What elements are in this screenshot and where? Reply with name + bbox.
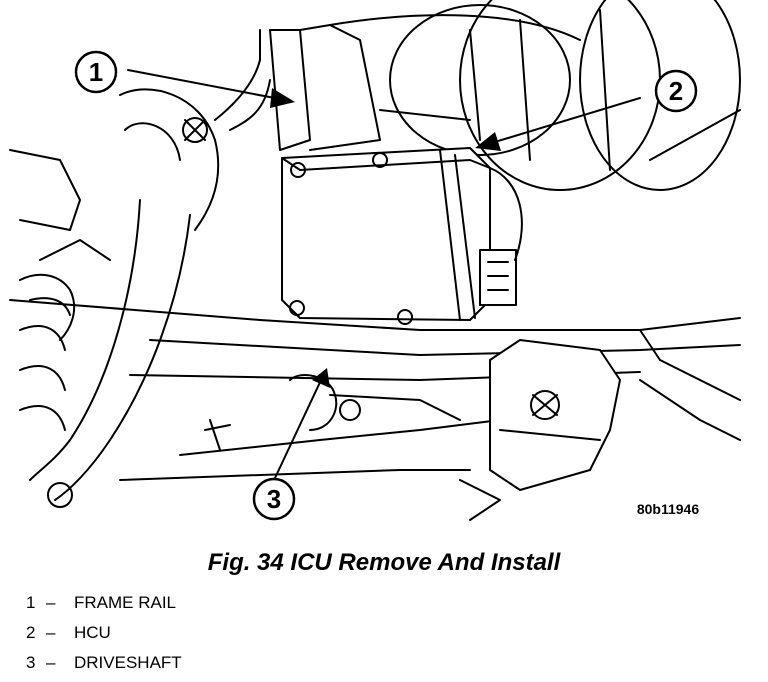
legend-number: 1 — [26, 593, 36, 612]
legend-item: 2–HCU — [26, 622, 182, 652]
legend-separator: – — [46, 623, 56, 642]
legend-label: FRAME RAIL — [74, 593, 177, 612]
legend-item: 3–DRIVESHAFT — [26, 652, 182, 682]
callout-2-circle — [654, 69, 698, 113]
callout-3-number: 3 — [267, 484, 281, 514]
callout-1-circle — [74, 50, 118, 94]
leader-lines — [127, 69, 641, 479]
legend-item: 1–FRAME RAIL — [26, 592, 182, 622]
legend-number: 3 — [26, 653, 36, 672]
callout-1-number: 1 — [89, 57, 103, 87]
callout-2-number: 2 — [669, 76, 683, 106]
figure-code: 80b11946 — [637, 501, 699, 517]
suspension-arm-drawing — [29, 29, 271, 501]
callout-1-leader — [127, 69, 286, 101]
callout-3-arrowhead — [312, 368, 330, 388]
cv-boot-drawing — [9, 149, 111, 431]
drive-housing-drawing — [269, 0, 741, 191]
legend-label: HCU — [74, 623, 111, 642]
legend-separator: – — [46, 593, 56, 612]
hcu-module-drawing — [281, 147, 523, 325]
callout-3-circle — [252, 477, 296, 521]
mount-bracket-drawing — [47, 339, 741, 521]
callout-1-arrowhead — [270, 88, 295, 108]
figure-caption: Fig. 34 ICU Remove And Install — [207, 549, 561, 576]
callout-2-leader — [484, 97, 641, 146]
callout-2-arrowhead — [475, 132, 501, 151]
legend-separator: – — [46, 653, 56, 672]
callout-legend: 1–FRAME RAIL 2–HCU 3–DRIVESHAFT — [26, 592, 182, 682]
icu-illustration: 1 2 3 80b11946 — [9, 0, 741, 521]
frame-rail-drawing — [9, 109, 741, 481]
callout-3-leader — [274, 377, 323, 479]
legend-label: DRIVESHAFT — [74, 653, 182, 672]
legend-number: 2 — [26, 623, 36, 642]
